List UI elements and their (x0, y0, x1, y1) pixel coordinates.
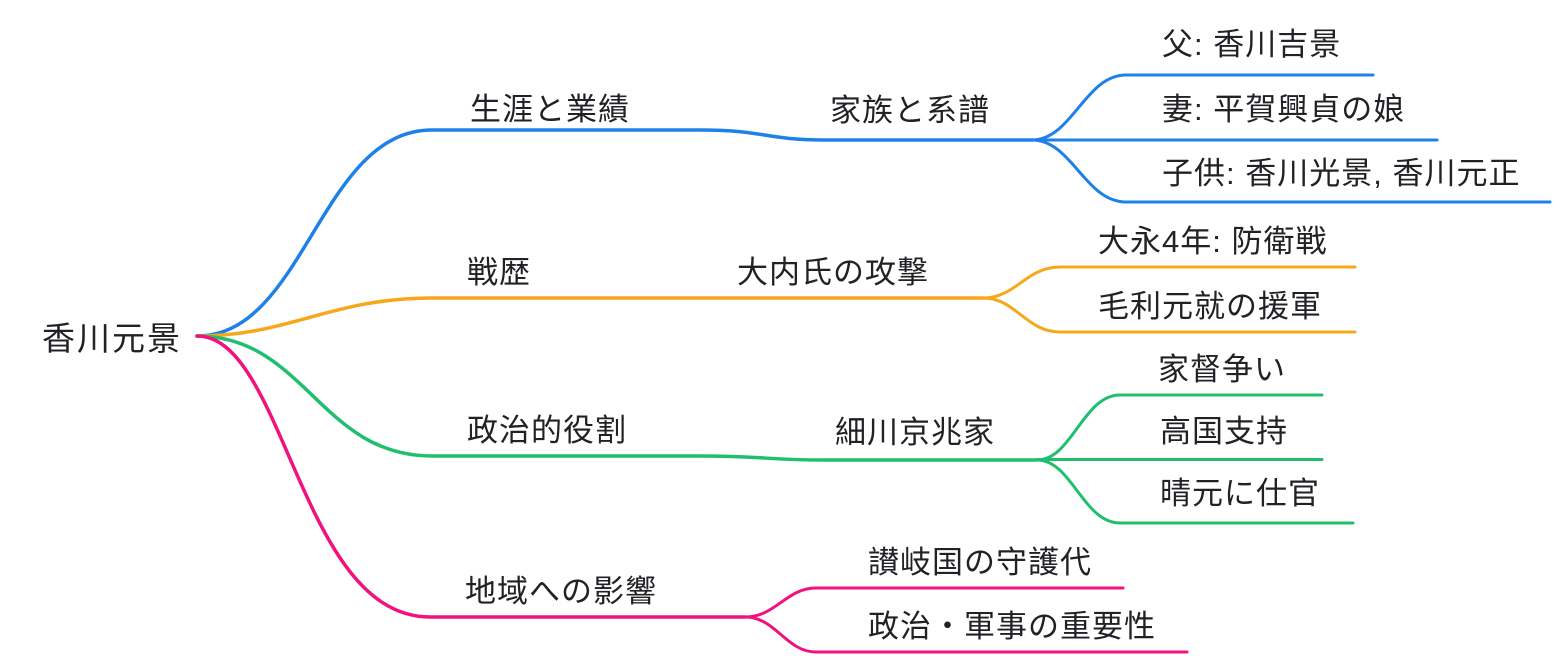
node-leaf-harumoto[interactable]: 晴元に仕官 (1160, 476, 1320, 511)
node-leaf-succession[interactable]: 家督争い (1158, 352, 1286, 387)
branch-life-spine (195, 128, 1034, 338)
node-leaf-importance[interactable]: 政治・軍事の重要性 (868, 609, 1156, 644)
branch-battles-leaf-link-1 (981, 296, 1357, 334)
branch-regional-leaf-link-0 (743, 586, 1125, 619)
branch-politics-leaf-link-2 (1035, 458, 1355, 525)
node-politics-child[interactable]: 細川京兆家 (835, 415, 995, 450)
node-leaf-children[interactable]: 子供: 香川光景, 香川元正 (1162, 156, 1521, 191)
branch-battles-leaf-link-0 (981, 265, 1357, 300)
node-leaf-father[interactable]: 父: 香川吉景 (1162, 27, 1342, 62)
node-leaf-shugodai[interactable]: 讃岐国の守護代 (868, 545, 1092, 580)
branch-life-leaf-link-2 (1030, 138, 1552, 204)
node-battles[interactable]: 戦歴 (467, 255, 531, 290)
branch-regional-spine (195, 334, 747, 619)
node-politics[interactable]: 政治的役割 (467, 413, 627, 448)
node-regional[interactable]: 地域への影響 (465, 574, 657, 609)
node-leaf-defense[interactable]: 大永4年: 防衛戦 (1098, 224, 1328, 259)
node-life[interactable]: 生涯と業績 (470, 92, 630, 127)
branch-regional-leaf-link-1 (743, 615, 1189, 654)
branch-life-leaf-link-0 (1030, 73, 1375, 142)
node-leaf-takakuni[interactable]: 高国支持 (1160, 414, 1288, 449)
node-battles-child[interactable]: 大内氏の攻撃 (737, 255, 929, 290)
node-leaf-wife[interactable]: 妻: 平賀興貞の娘 (1162, 92, 1406, 127)
node-leaf-reinforcement[interactable]: 毛利元就の援軍 (1098, 289, 1322, 324)
branch-politics-leaf-link-0 (1035, 393, 1324, 462)
branch-politics-spine (195, 334, 1039, 462)
node-root[interactable]: 香川元景 (42, 320, 182, 357)
node-life-child[interactable]: 家族と系譜 (830, 93, 990, 128)
branch-battles-spine (195, 296, 985, 338)
